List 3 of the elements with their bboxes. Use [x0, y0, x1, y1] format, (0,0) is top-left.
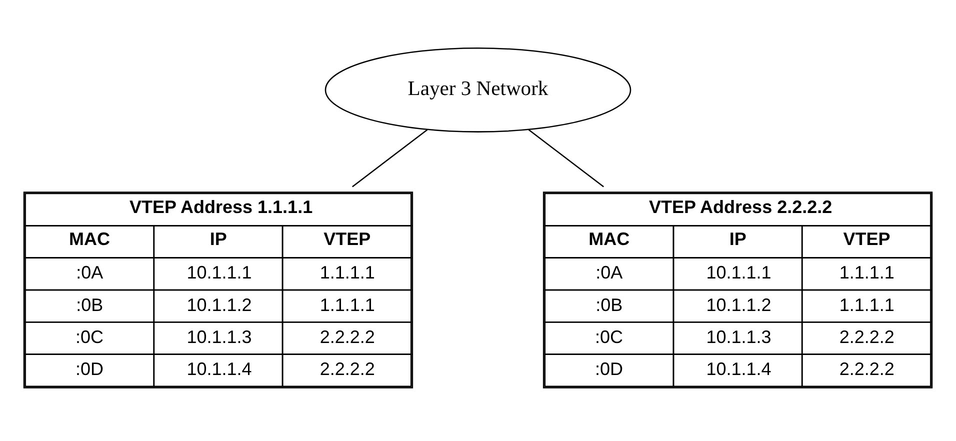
node-ellipse: Layer 3 Network: [324, 47, 632, 132]
connector: [352, 129, 428, 188]
connector: [528, 129, 604, 188]
